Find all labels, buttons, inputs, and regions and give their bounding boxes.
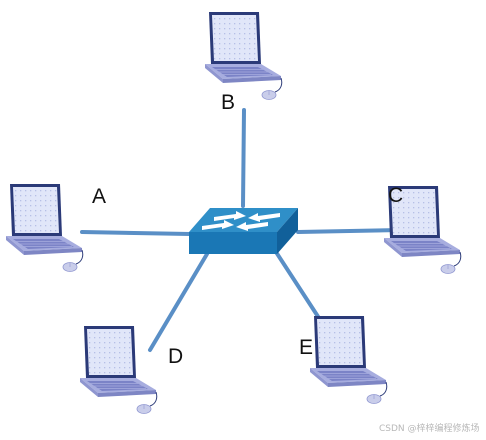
links [80,108,404,352]
link-hub-b [241,108,246,208]
network-switch-icon [189,208,298,254]
laptop-icon [205,12,282,100]
node-label-a: A [92,185,106,208]
watermark: CSDN @梓梓编程修炼场 [379,422,480,434]
link-hub-d [148,252,209,352]
link-hub-a [80,230,192,236]
node-label-d: D [168,345,183,368]
link-hub-c [296,228,404,234]
node-label-c: C [388,184,403,207]
node-label-e: E [299,336,313,359]
laptop-icon [6,184,83,272]
laptop-icon [310,316,387,404]
laptop-icon [80,326,157,414]
node-label-b: B [221,91,235,114]
